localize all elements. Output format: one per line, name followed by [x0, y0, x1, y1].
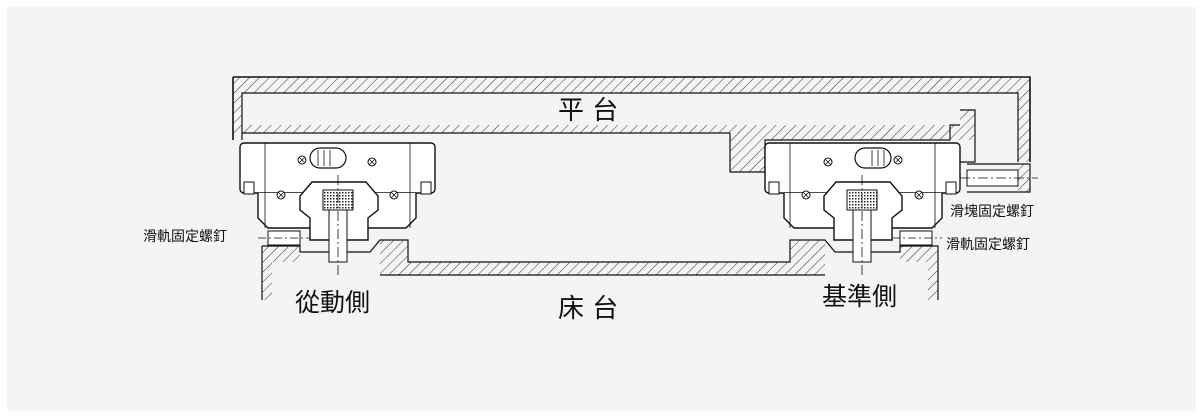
- driven-side-label: 從動側: [295, 288, 370, 317]
- diagram-background: [7, 7, 1196, 411]
- left-rail-screw-label: 滑軌固定螺釘: [143, 228, 227, 245]
- right-rail-screw-label: 滑軌固定螺釘: [946, 236, 1030, 253]
- block-screw-label: 滑塊固定螺釘: [950, 203, 1034, 220]
- platform-label: 平 台: [558, 96, 618, 126]
- reference-side-label: 基準側: [822, 282, 897, 311]
- platform-body: [232, 76, 1038, 193]
- right-guide-assembly: [764, 142, 961, 275]
- bed-label: 床 台: [558, 294, 618, 324]
- left-guide-assembly: [239, 142, 436, 275]
- bed-body: [258, 230, 942, 300]
